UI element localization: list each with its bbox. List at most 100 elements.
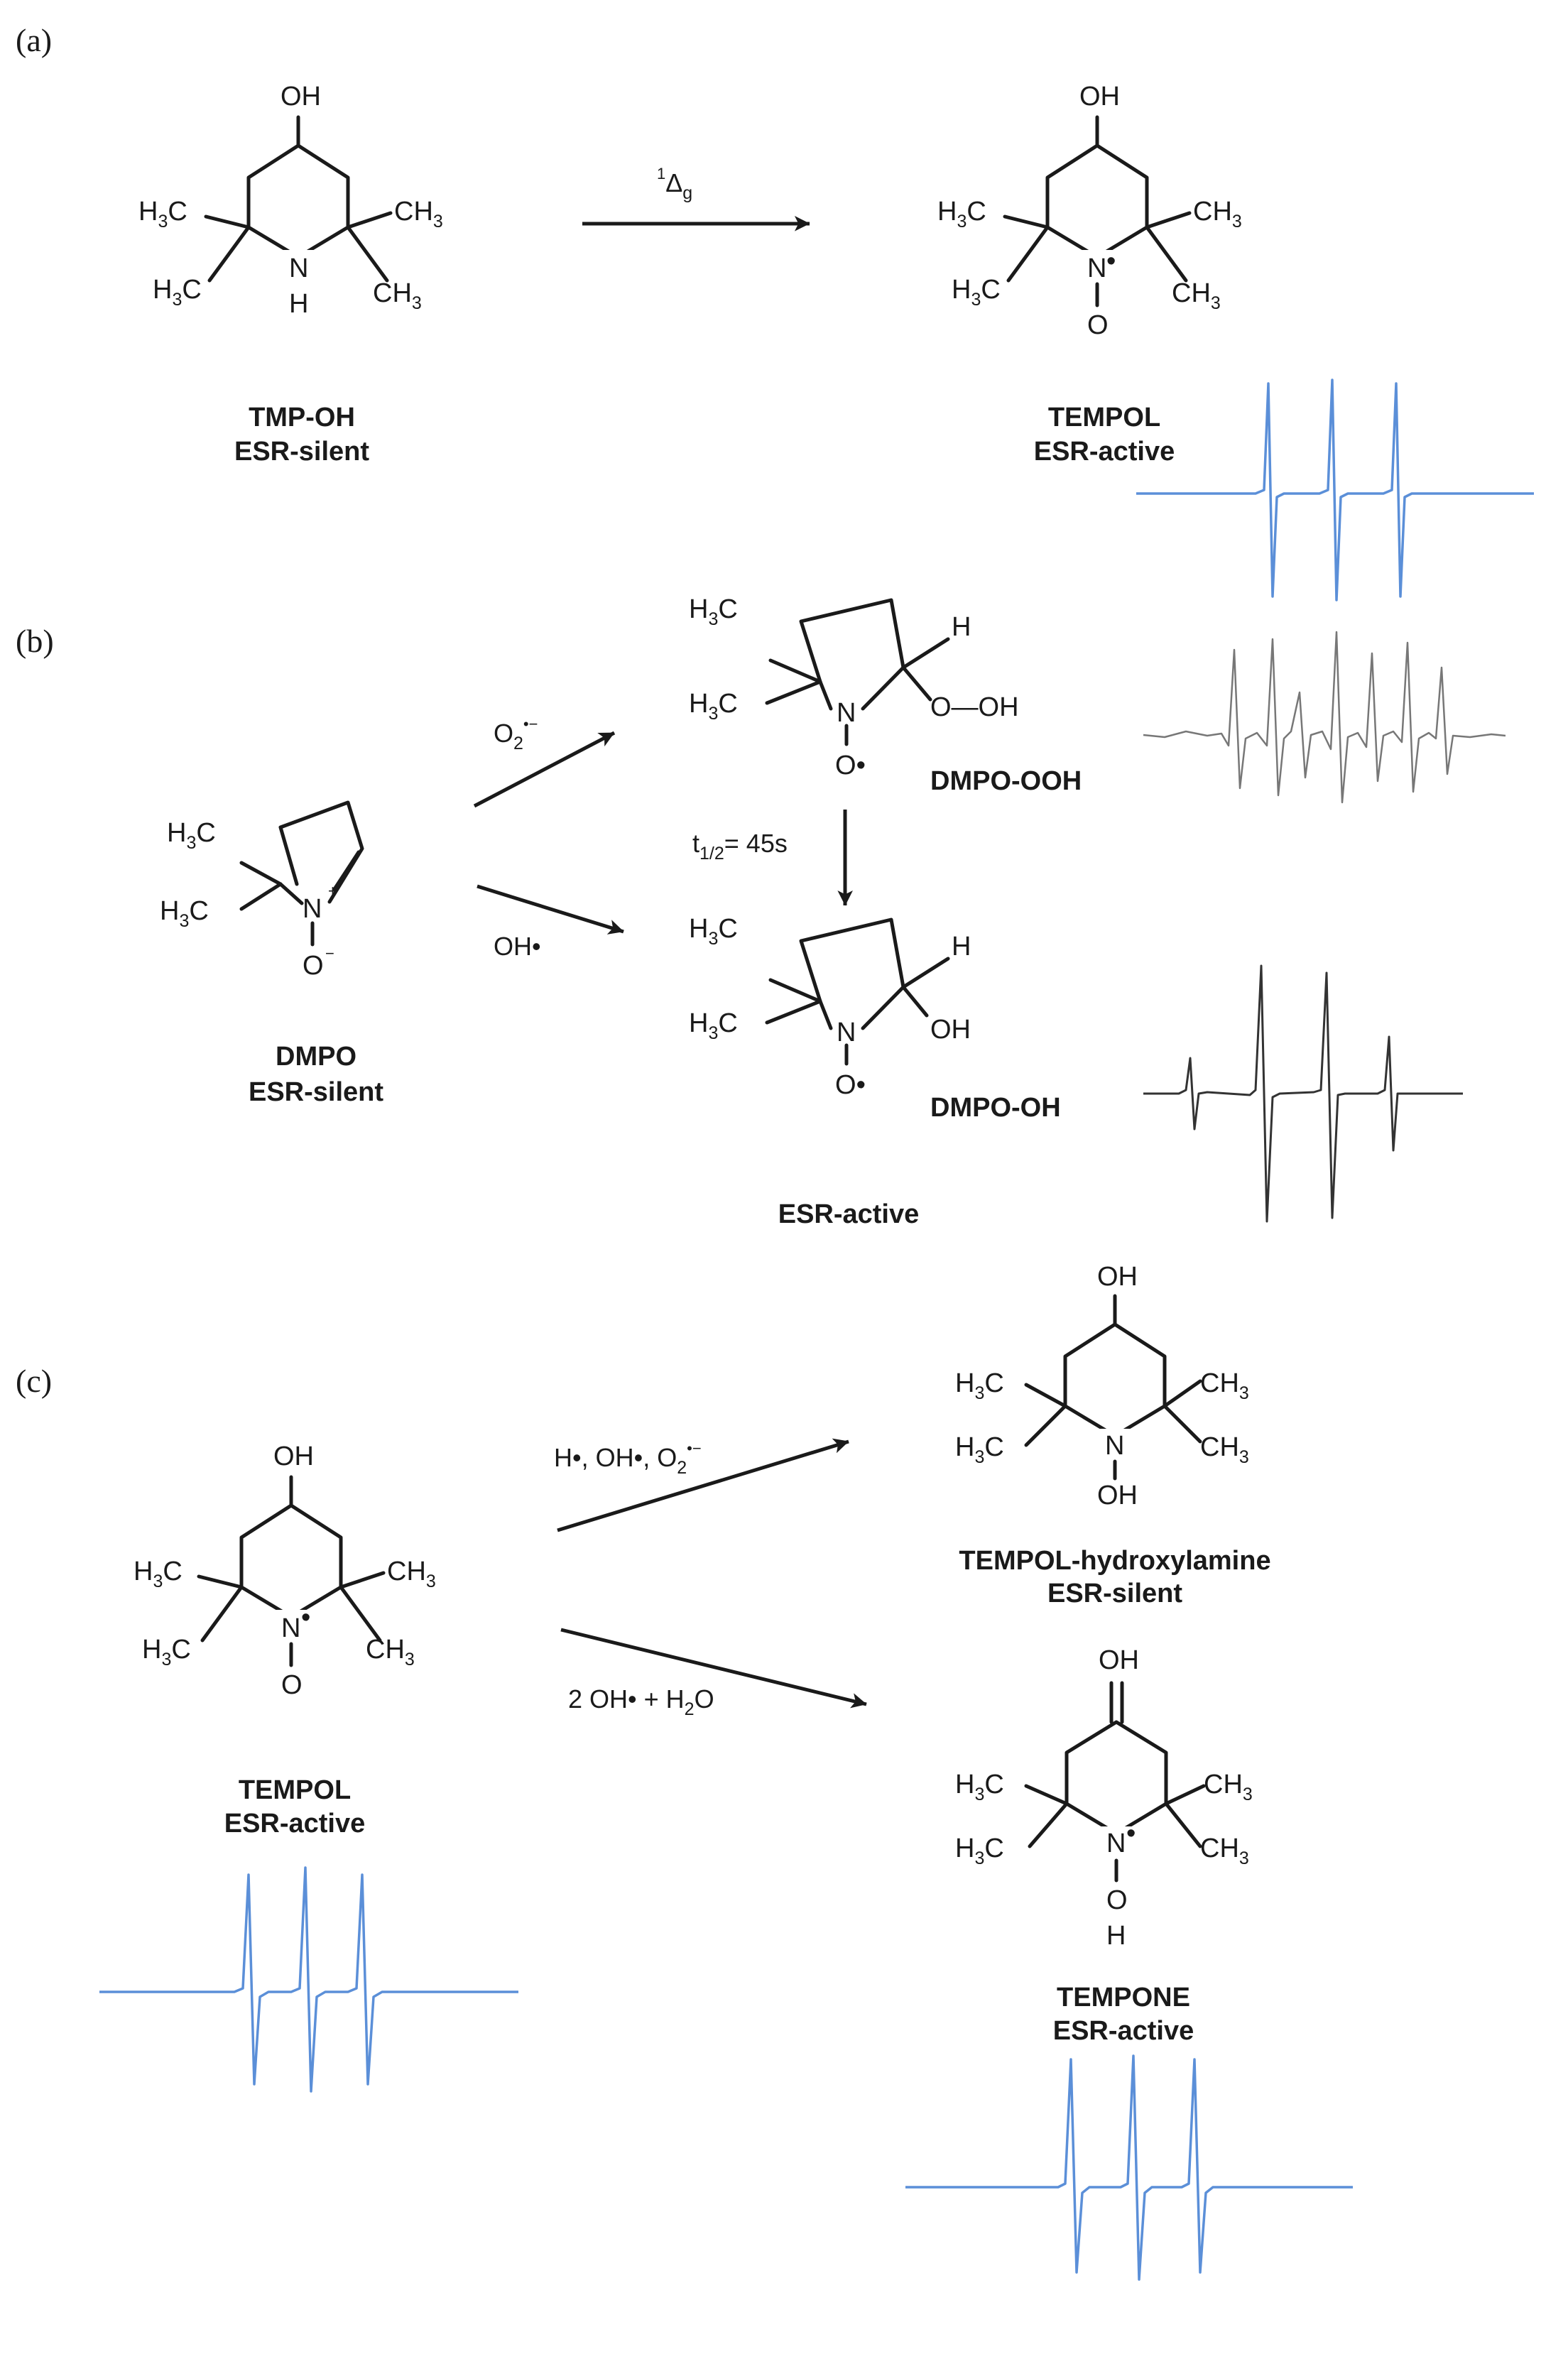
- atom-n: N: [303, 894, 322, 924]
- atom-h: H: [1106, 1921, 1126, 1951]
- dmpo-name: DMPO: [276, 1042, 356, 1072]
- atom-n: N: [837, 1018, 856, 1047]
- atom-oh: OH: [281, 82, 321, 111]
- radical-dot: •: [301, 1603, 310, 1633]
- tmp-oh-name: TMP-OH: [249, 403, 355, 432]
- dmpo-oh-structure: N O• H OH H3C H3C: [689, 914, 971, 1100]
- atom-h: H: [289, 289, 308, 319]
- o-minus-charge: −: [325, 944, 334, 962]
- methyl-group: CH3: [1172, 278, 1221, 313]
- methyl-group: H3C: [689, 689, 738, 724]
- tempol-hydroxylamine-name: TEMPOL-hydroxylamine: [959, 1546, 1270, 1576]
- tempol-c-structure: OH N • O H3C H3C CH3 CH3: [134, 1442, 436, 1700]
- atom-o: O: [281, 1670, 303, 1700]
- methyl-group: H3C: [142, 1635, 191, 1669]
- methyl-group: CH3: [394, 197, 443, 232]
- tmp-oh-structure: OH N H H3C H3C CH3 CH3: [138, 82, 443, 319]
- atom-n: N: [1105, 1431, 1124, 1461]
- atom-oh: OH: [930, 1015, 971, 1045]
- reduction-reagents: H•, OH•, O2•−: [554, 1439, 702, 1478]
- svg-text:H3C: H3C: [955, 1432, 1004, 1467]
- reduction-arrow: [557, 1438, 849, 1532]
- methyl-group: H3C: [138, 197, 187, 232]
- atom-o: O: [303, 951, 324, 981]
- panel-label-b: (b): [16, 623, 54, 659]
- esr-spectrum-tempone: [905, 2054, 1353, 2281]
- methyl-group: H3C: [937, 197, 986, 232]
- oxidation-arrow: [560, 1628, 867, 1709]
- dmpo-structure: N + O − H3C H3C: [160, 800, 364, 981]
- atom-o: O: [1087, 310, 1109, 340]
- atom-h: H: [952, 932, 971, 962]
- svg-text:H3C: H3C: [689, 1008, 738, 1043]
- methyl-group: H3C: [955, 1368, 1004, 1403]
- svg-text:H3C: H3C: [937, 197, 986, 232]
- esr-spectrum-dmpo-oh: [1143, 964, 1463, 1223]
- atom-n: N: [837, 698, 856, 728]
- atom-o: O: [1106, 1885, 1128, 1915]
- svg-text:H3C: H3C: [142, 1635, 191, 1669]
- methyl-group: CH3: [1200, 1834, 1249, 1868]
- oxidation-reagents: 2 OH• + H2O: [568, 1684, 714, 1719]
- superoxide-label: O2•−: [494, 715, 538, 753]
- adducts-state: ESR-active: [778, 1199, 920, 1229]
- svg-text:CH3: CH3: [373, 278, 422, 313]
- esr-spectrum-tempol-c: [99, 1866, 518, 2093]
- dmpo-ooh-name: DMPO-OOH: [930, 766, 1082, 796]
- atom-n: N: [1087, 254, 1106, 283]
- esr-spectrum-dmpo-ooh: [1143, 631, 1506, 804]
- superoxide-arrow: [473, 731, 616, 808]
- tmp-oh-state: ESR-silent: [234, 437, 369, 467]
- svg-text:H3C: H3C: [689, 914, 738, 949]
- tempol-hydroxylamine-structure: OH N OH H3C H3C CH3 CH3: [955, 1262, 1249, 1510]
- methyl-group: H3C: [955, 1770, 1004, 1804]
- hydroxyl-radical-arrow: [477, 884, 624, 935]
- methyl-group: H3C: [167, 818, 216, 853]
- tempol-name: TEMPOL: [1048, 403, 1160, 432]
- methyl-group: CH3: [387, 1557, 436, 1591]
- svg-text:H3C: H3C: [167, 818, 216, 853]
- tempol-c-name: TEMPOL: [239, 1775, 351, 1805]
- svg-text:H3C: H3C: [955, 1368, 1004, 1403]
- atom-n: N: [281, 1613, 300, 1643]
- n-plus-charge: +: [328, 882, 337, 900]
- hydroperoxyl-group: O—OH: [930, 692, 1019, 722]
- atom-oh: OH: [1097, 1481, 1138, 1510]
- methyl-group: H3C: [955, 1834, 1004, 1868]
- methyl-group: CH3: [1193, 197, 1242, 232]
- svg-text:CH3: CH3: [1193, 197, 1242, 232]
- svg-text:CH3: CH3: [1200, 1432, 1249, 1467]
- svg-text:H3C: H3C: [138, 197, 187, 232]
- tempone-name: TEMPONE: [1057, 1983, 1190, 2012]
- svg-text:H3C: H3C: [955, 1834, 1004, 1868]
- atom-n: N: [289, 254, 308, 283]
- svg-text:CH3: CH3: [1200, 1368, 1249, 1403]
- methyl-group: CH3: [1200, 1432, 1249, 1467]
- svg-text:CH3: CH3: [1172, 278, 1221, 313]
- tempol-c-state: ESR-active: [224, 1809, 366, 1839]
- svg-text:H3C: H3C: [134, 1557, 183, 1591]
- esr-spectrum-tempol-a: [1136, 378, 1534, 601]
- atom-n: N: [1106, 1829, 1126, 1858]
- methyl-group: H3C: [689, 1008, 738, 1043]
- tempone-state: ESR-active: [1053, 2016, 1194, 2046]
- methyl-group: CH3: [366, 1635, 415, 1669]
- svg-text:H3C: H3C: [952, 275, 1001, 310]
- panel-label-a: (a): [16, 22, 52, 58]
- atom-oh: OH: [1099, 1645, 1139, 1675]
- atom-h: H: [952, 612, 971, 642]
- methyl-group: CH3: [373, 278, 422, 313]
- singlet-oxygen-label: 1Δg: [657, 165, 692, 203]
- atom-oh: OH: [273, 1442, 314, 1471]
- panel-label-c: (c): [16, 1363, 52, 1399]
- methyl-group: H3C: [952, 275, 1001, 310]
- svg-text:H3C: H3C: [689, 594, 738, 629]
- dmpo-oh-name: DMPO-OH: [930, 1093, 1061, 1123]
- svg-text:H3C: H3C: [955, 1770, 1004, 1804]
- hydroxyl-radical-label: OH•: [494, 932, 541, 961]
- methyl-group: H3C: [689, 914, 738, 949]
- svg-text:H3C: H3C: [153, 275, 202, 310]
- methyl-group: H3C: [955, 1432, 1004, 1467]
- svg-text:CH3: CH3: [394, 197, 443, 232]
